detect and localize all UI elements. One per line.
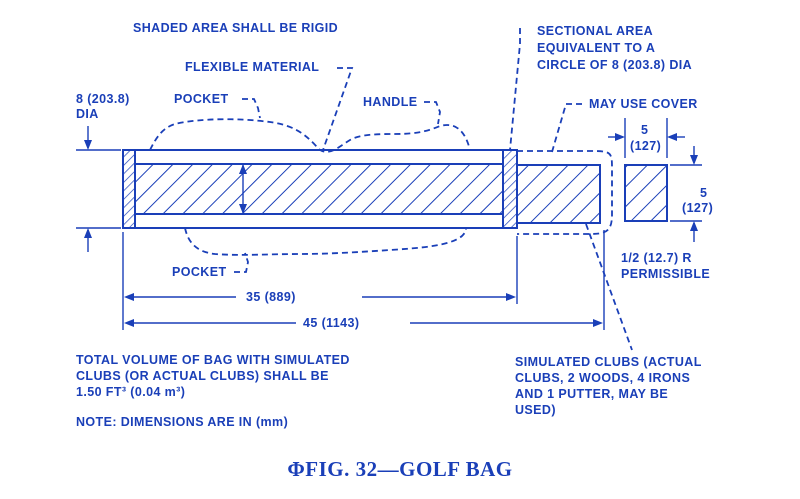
dim-5-top [608,118,685,158]
dim-35-label: 35 (889) [246,290,296,304]
clubs-line3: AND 1 PUTTER, MAY BE [515,387,668,401]
dim-5-top-mm: (127) [630,139,661,153]
bottom-pocket-outline [184,227,467,256]
may-use-cover-label: MAY USE COVER [589,97,698,111]
top-pocket-handle-outline [149,118,471,153]
clubs-line2: CLUBS, 2 WOODS, 4 IRONS [515,371,690,385]
dia-unit-label: DIA [76,107,99,121]
dim-5-top-value: 5 [641,123,648,137]
dimensions-note: NOTE: DIMENSIONS ARE IN (mm) [76,415,288,429]
bag-body [122,149,518,229]
handle-label: HANDLE [363,95,417,109]
sectional-area-line1: SECTIONAL AREA [537,24,653,38]
clubs-cross-section [624,164,668,222]
dim-45-label: 45 (1143) [303,316,359,330]
radius-label-line1: 1/2 (12.7) R [621,251,692,265]
radius-label-line2: PERMISSIBLE [621,267,710,281]
sectional-area-line3: CIRCLE OF 8 (203.8) DIA [537,58,692,72]
dim-45-line [124,230,605,330]
dim-5-side-value: 5 [700,186,707,200]
dia-value-label: 8 (203.8) [76,92,130,106]
leader-lines [234,28,633,351]
diameter-dimension [76,126,247,252]
rigid-end-right [502,149,518,229]
rigid-end-left [122,149,136,229]
flexible-material-label: FLEXIBLE MATERIAL [185,60,319,74]
dim-35-line [122,232,518,330]
simulated-clubs-block [516,164,601,224]
volume-line1: TOTAL VOLUME OF BAG WITH SIMULATED [76,353,350,367]
clubs-line4: USED) [515,403,556,417]
clubs-line1: SIMULATED CLUBS (ACTUAL [515,355,702,369]
volume-line2: CLUBS (OR ACTUAL CLUBS) SHALL BE [76,369,329,383]
dim-5-side-mm: (127) [682,201,713,215]
dim-5-side [670,146,702,242]
shaded-area-label: SHADED AREA SHALL BE RIGID [133,21,338,35]
volume-line3: 1.50 FT³ (0.04 m³) [76,385,185,399]
pocket-top-label: POCKET [174,92,229,106]
figure-caption: ΦFIG. 32—GOLF BAG [287,457,512,481]
pocket-bottom-label: POCKET [172,265,227,279]
cover-outline [517,150,613,235]
sectional-area-line2: EQUIVALENT TO A [537,41,655,55]
